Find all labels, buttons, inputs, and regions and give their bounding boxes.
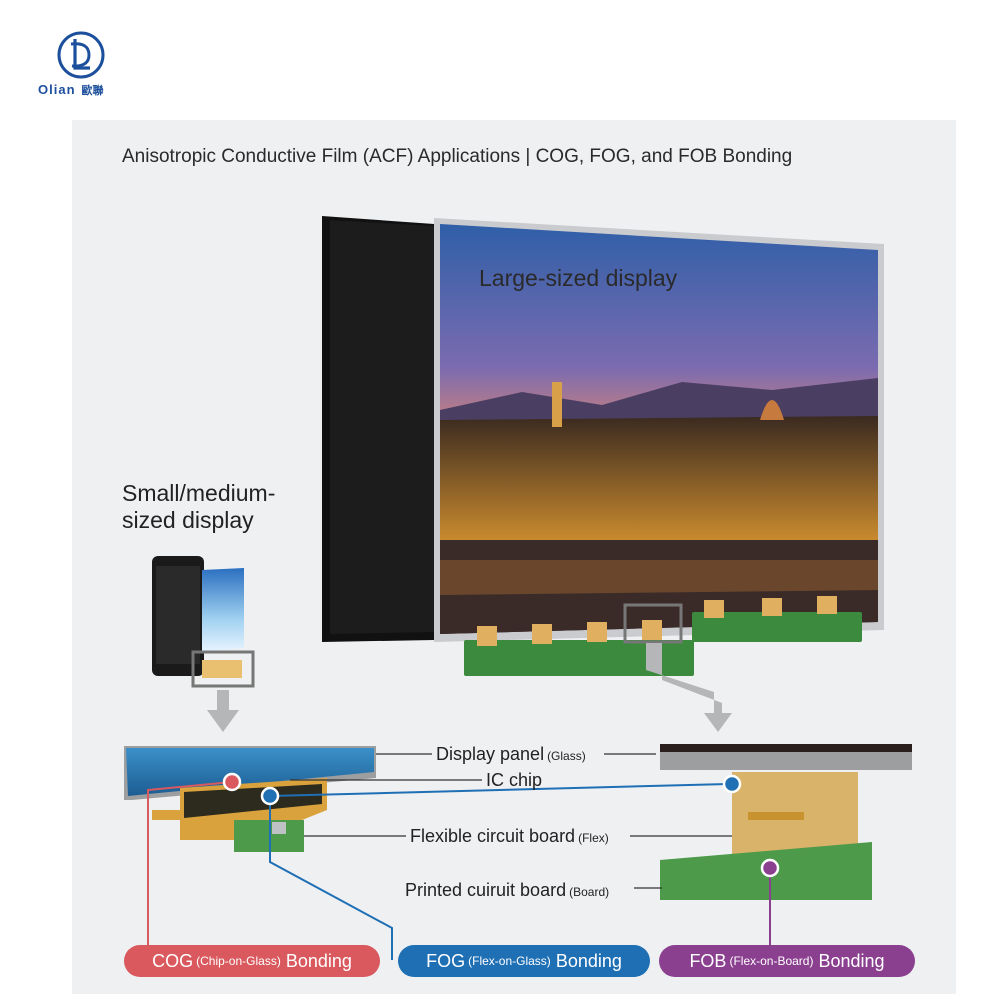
fog-connector-line: [269, 796, 393, 960]
tower: [552, 382, 562, 427]
large-zoom-box: [623, 603, 683, 644]
bonding-diagram: [124, 216, 912, 960]
cog-connector-line: [147, 781, 233, 960]
page-title: Anisotropic Conductive Film (ACF) Applic…: [122, 146, 793, 167]
large-arrow: [646, 643, 732, 732]
city-skyline: [440, 416, 878, 540]
callout-flex: Flexible circuit board(Flex): [410, 826, 609, 846]
callout-ic-chip: IC chip: [486, 770, 543, 790]
content-panel: Anisotropic Conductive Film (ACF) Applic…: [72, 120, 956, 994]
large-pcb-left: [464, 640, 694, 676]
fog-bonding-badge: FOG(Flex-on-Glass)Bonding: [398, 945, 650, 977]
cog-panel-image: [126, 748, 374, 796]
large-display-label: Large-sized display: [479, 265, 678, 291]
fob-bonding-badge: FOB(Flex-on-Board)Bonding: [659, 945, 915, 977]
display-back-highlight: [330, 220, 434, 634]
dome: [760, 400, 784, 420]
fob-marker: [760, 858, 780, 878]
river-reflection: [440, 560, 878, 595]
callout-pcb: Printed cuiruit board(Board): [405, 880, 610, 900]
cog-component: [272, 822, 286, 834]
small-arrow: [207, 690, 239, 732]
large-pcb-right: [692, 612, 862, 642]
large-flex-tabs: [477, 596, 837, 646]
fog-marker-left: [260, 786, 280, 806]
olian-logo-icon: [57, 31, 105, 79]
cog-flex-traces: [184, 784, 322, 818]
callout-display-panel: Display panel(Glass): [436, 744, 586, 764]
small-zoom-box: [191, 650, 255, 688]
small-display-label: Small/medium- sized display: [122, 480, 276, 533]
fog-connector-top: [269, 783, 729, 797]
fog-flex-stripe: [748, 812, 804, 820]
fog-panel-image: [660, 744, 912, 752]
phone-display-panel: [202, 568, 244, 652]
fog-marker-right: [722, 774, 742, 794]
cog-bonding-badge: COG(Chip-on-Glass)Bonding: [124, 945, 380, 977]
small-flex: [202, 660, 242, 678]
cog-marker: [222, 772, 242, 792]
phone-screen-off: [156, 566, 200, 664]
